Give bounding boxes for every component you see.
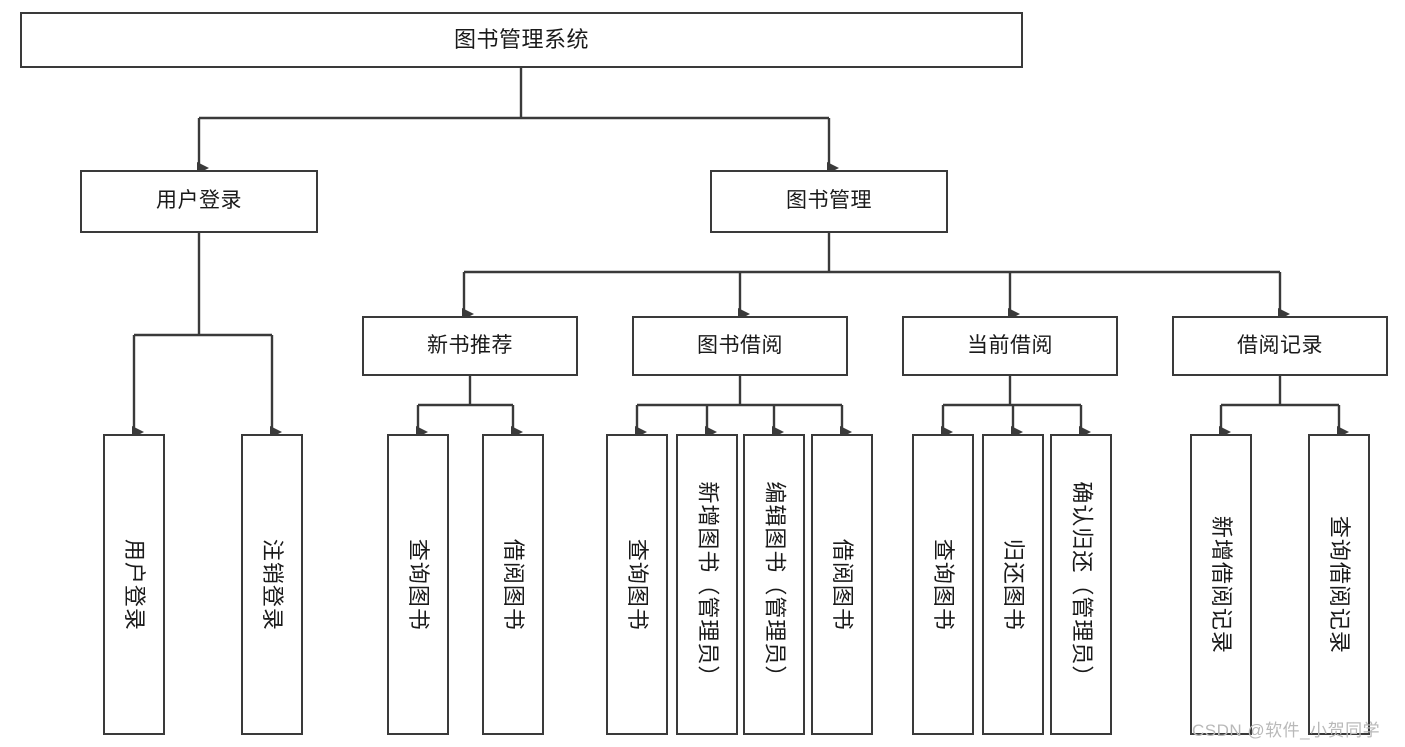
node-label: 确认归还（管理员） — [1068, 480, 1094, 689]
csdn-watermark: CSDN @软件_小贺同学 — [1192, 721, 1381, 740]
node-label: 新增图书（管理员） — [694, 480, 720, 689]
leaf-node-query-book-current[interactable]: 查询图书 — [912, 434, 974, 735]
leaf-node-logout[interactable]: 注销登录 — [241, 434, 303, 735]
leaf-node-confirm-return-admin[interactable]: 确认归还（管理员） — [1050, 434, 1112, 735]
node-label: 用户登录 — [156, 189, 242, 213]
node-label: 查询图书 — [930, 538, 956, 631]
node-label: 图书管理系统 — [453, 27, 589, 53]
leaf-node-query-borrow-record[interactable]: 查询借阅记录 — [1308, 434, 1370, 735]
node-book-borrow[interactable]: 图书借阅 — [632, 316, 848, 376]
node-label: 编辑图书（管理员） — [761, 480, 787, 689]
leaf-node-borrow-book[interactable]: 借阅图书 — [811, 434, 873, 735]
node-label: 借阅图书 — [829, 538, 855, 631]
node-label: 新书推荐 — [427, 333, 513, 357]
node-current-borrow[interactable]: 当前借阅 — [902, 316, 1118, 376]
node-user-login[interactable]: 用户登录 — [80, 170, 318, 233]
node-root-system[interactable]: 图书管理系统 — [20, 12, 1023, 68]
leaf-node-return-book[interactable]: 归还图书 — [982, 434, 1044, 735]
node-label: 借阅记录 — [1237, 333, 1323, 357]
leaf-node-borrow-book-newbook[interactable]: 借阅图书 — [482, 434, 544, 735]
node-label: 查询图书 — [405, 538, 431, 631]
node-label: 查询图书 — [624, 538, 650, 631]
node-label: 当前借阅 — [967, 333, 1053, 357]
leaf-node-query-book-newbook[interactable]: 查询图书 — [387, 434, 449, 735]
leaf-node-query-book-borrow[interactable]: 查询图书 — [606, 434, 668, 735]
node-label: 注销登录 — [259, 538, 285, 631]
node-label: 借阅图书 — [500, 538, 526, 631]
leaf-node-edit-book-admin[interactable]: 编辑图书（管理员） — [743, 434, 805, 735]
node-label: 新增借阅记录 — [1208, 515, 1234, 654]
leaf-node-add-book-admin[interactable]: 新增图书（管理员） — [676, 434, 738, 735]
node-label: 图书借阅 — [697, 333, 783, 357]
leaf-node-add-borrow-record[interactable]: 新增借阅记录 — [1190, 434, 1252, 735]
node-borrow-record[interactable]: 借阅记录 — [1172, 316, 1388, 376]
node-label: 归还图书 — [1000, 538, 1026, 631]
node-label: 图书管理 — [786, 189, 872, 213]
leaf-node-user-login[interactable]: 用户登录 — [103, 434, 165, 735]
node-label: 用户登录 — [121, 538, 147, 631]
node-label: 查询借阅记录 — [1326, 515, 1352, 654]
node-new-book-recommend[interactable]: 新书推荐 — [362, 316, 578, 376]
node-book-management[interactable]: 图书管理 — [710, 170, 948, 233]
